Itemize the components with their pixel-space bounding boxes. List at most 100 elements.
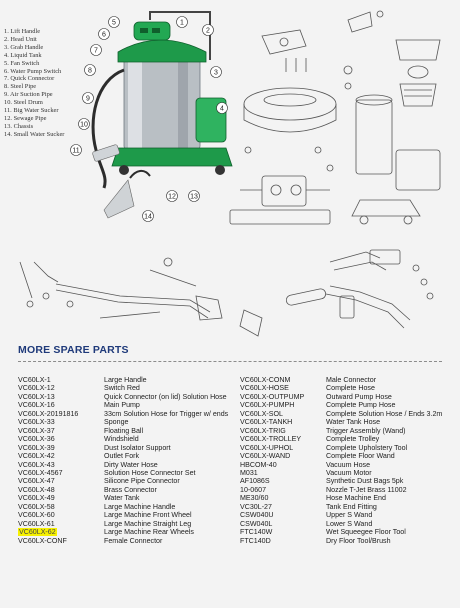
part-description: Complete Trolley — [326, 435, 380, 444]
section-title: MORE SPARE PARTS — [18, 344, 129, 356]
section-divider — [18, 361, 442, 362]
legend-item: 13. Chassis — [4, 122, 34, 130]
part-description: Complete Pump Hose — [326, 401, 396, 410]
part-description: Large Machine Handle — [104, 502, 176, 511]
legend-item: 10. Steel Drum — [4, 99, 43, 107]
svg-text:11: 11 — [72, 148, 79, 155]
legend-item: 14. Small Water Sucker — [4, 130, 65, 138]
part-row: AF1086S Synthetic Dust Bags 5pk — [240, 477, 442, 485]
part-code: VC60LX-12 — [18, 384, 55, 393]
svg-text:4: 4 — [220, 106, 224, 113]
diagram-legend: 1. Lift Handle 2. Head Unit 3. Grab Hand… — [4, 28, 64, 139]
part-description: Large Machine Straight Leg — [104, 519, 192, 528]
callout-6: 6 — [98, 28, 110, 40]
callout-11: 11 — [70, 144, 82, 156]
part-code: AF1086S — [240, 477, 270, 486]
part-code: VC60LX-60 — [18, 511, 55, 520]
part-code: VC60LX-43 — [18, 460, 55, 469]
part-description: Synthetic Dust Bags 5pk — [326, 477, 404, 486]
legend-item: 4. Liquid Tank — [4, 51, 42, 59]
part-code: VC60LX-HOSE — [240, 384, 289, 393]
part-code: VC60LX-TROLLEY — [240, 435, 302, 444]
part-code: VC60LX-42 — [18, 452, 55, 461]
part-description: Large Handle — [104, 376, 147, 384]
svg-text:13: 13 — [190, 194, 198, 201]
part-description: Upper S Wand — [326, 511, 373, 520]
part-description: Vacuum Hose — [326, 460, 371, 469]
callout-9: 9 — [82, 92, 94, 104]
part-row: VC60LX-49 Water Tank — [18, 494, 228, 502]
part-description: Wet Squeegee Floor Tool — [326, 528, 406, 537]
svg-text:14: 14 — [144, 214, 152, 221]
part-description: Complete Solution Hose / Ends 3.2m — [326, 409, 443, 418]
svg-text:6: 6 — [102, 32, 106, 39]
part-description: Dirty Water Hose — [104, 460, 158, 469]
part-description: Hose Machine End — [326, 494, 386, 503]
part-row: HBCOM-40 Vacuum Hose — [240, 461, 442, 469]
callout-2: 2 — [202, 24, 214, 36]
part-row: VC60LX-PUMPH Complete Pump Hose — [240, 401, 442, 409]
part-code: VC60LX-4567 — [18, 468, 63, 477]
part-description: Floating Ball — [104, 426, 144, 435]
part-code: VC30L-27 — [240, 502, 272, 511]
exploded-hose-view — [239, 249, 434, 337]
part-code: VC60LX-1 — [18, 376, 51, 384]
legend-item: 6. Water Pump Switch — [4, 67, 62, 75]
part-code: VC60LX-36 — [18, 435, 55, 444]
svg-text:3: 3 — [214, 70, 218, 77]
part-code: 10-0607 — [240, 485, 267, 494]
part-description: Main Pump — [104, 401, 140, 410]
part-description: Dust Isolator Support — [104, 443, 171, 452]
part-code: FTC140D — [240, 536, 271, 545]
legend-item: 11. Big Water Sucker — [4, 107, 59, 115]
legend-item: 8. Steel Pipe — [4, 83, 37, 91]
part-description: Complete Floor Wand — [326, 452, 395, 461]
callout-1: 1 — [176, 16, 188, 28]
part-description: Brass Connector — [104, 485, 157, 494]
part-code: VC60LX-20191816 — [18, 409, 79, 418]
part-code: VC60LX-47 — [18, 477, 55, 486]
exploded-wand-view — [19, 257, 223, 321]
exploded-drum-view — [343, 10, 441, 225]
part-code: VC60LX-PUMPH — [240, 401, 295, 410]
part-description: Outlet Fork — [104, 452, 140, 461]
part-code: HBCOM-40 — [240, 460, 277, 469]
part-code: VC60LX-49 — [18, 494, 55, 503]
part-code: VC60LX-37 — [18, 426, 55, 435]
legend-item: 5. Fan Switch — [4, 59, 40, 67]
svg-text:2: 2 — [206, 28, 210, 35]
part-code: VC60LX-TANKH — [240, 418, 293, 427]
part-code: VC60LX-UPHOL — [240, 443, 294, 452]
svg-text:10: 10 — [80, 122, 88, 129]
callout-14: 14 — [142, 210, 154, 222]
part-row: VC60LX-TROLLEY Complete Trolley — [240, 435, 442, 443]
parts-diagram: 1 2 3 4 5 6 7 8 9 10 11 12 13 14 — [19, 10, 441, 337]
part-description: Water Tank — [104, 494, 140, 503]
svg-text:9: 9 — [86, 96, 90, 103]
part-description: Female Connector — [104, 536, 163, 545]
part-code: VC60LX-TRIG — [240, 426, 286, 435]
part-code: CSW040U — [240, 511, 274, 520]
highlighted-part-code: VC60LX-62 — [18, 528, 57, 537]
